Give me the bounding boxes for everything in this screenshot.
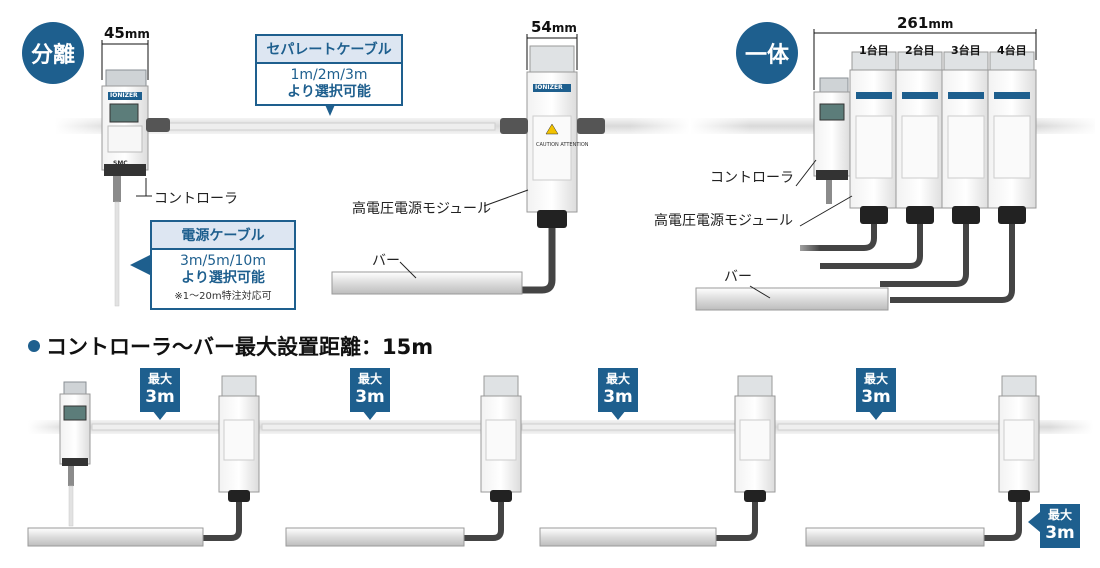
power-cable-lengths: 3m/5m/10m bbox=[180, 253, 266, 269]
unit-label-3: 3台目 bbox=[951, 44, 981, 57]
bottom-controller bbox=[59, 381, 91, 527]
unit-label-2: 2台目 bbox=[905, 44, 935, 57]
bullet-dot bbox=[28, 340, 40, 352]
label-bar-2: バー bbox=[724, 269, 752, 285]
badge-separate: 分離 bbox=[22, 22, 84, 84]
chain-module-2 bbox=[460, 375, 522, 541]
module-unit-1 bbox=[849, 51, 899, 224]
chain-module-1 bbox=[200, 375, 260, 541]
separate-cable-select: より選択可能 bbox=[287, 84, 371, 100]
controller-brand: IONIZER bbox=[110, 92, 138, 99]
power-cable-callout: 電源ケーブル 3m/5m/10m より選択可能 ※1～20m特注対応可 bbox=[150, 220, 296, 310]
max-label-value: 3m bbox=[355, 387, 385, 407]
label-bar: バー bbox=[372, 253, 400, 269]
max-label-top: 最大 bbox=[357, 372, 382, 386]
dim-54: 54mm bbox=[531, 18, 577, 36]
label-hv-module: 高電圧電源モジュール bbox=[352, 201, 492, 217]
controller-device bbox=[101, 69, 170, 307]
caution-label: CAUTION ATTENTION bbox=[536, 142, 589, 148]
badge-integrated: 一体 bbox=[736, 22, 798, 84]
module-unit-2 bbox=[895, 51, 945, 224]
module-unit-4 bbox=[987, 51, 1037, 224]
label-controller-2: コントローラ bbox=[710, 170, 794, 186]
dim-45-unit: mm bbox=[124, 27, 150, 41]
separate-cable-lengths: 1m/2m/3m bbox=[290, 67, 368, 83]
max-distance-text: コントローラ～バー最大設置距離：15m bbox=[46, 335, 434, 359]
separate-cable-body: 1m/2m/3m より選択可能 bbox=[257, 64, 401, 104]
unit-label-4: 4台目 bbox=[997, 44, 1027, 57]
max-label-value: 3m bbox=[145, 387, 175, 407]
max-distance-heading: コントローラ～バー最大設置距離：15m bbox=[28, 331, 433, 361]
max-label-top: 最大 bbox=[1047, 508, 1072, 522]
integrated-assembly bbox=[813, 77, 851, 204]
dim-261-unit: mm bbox=[928, 17, 954, 31]
chain-module-4 bbox=[980, 375, 1040, 541]
max-label-value: 3m bbox=[603, 387, 633, 407]
separate-cable-title: セパレートケーブル bbox=[257, 36, 401, 64]
max-label-value: 3m bbox=[1045, 523, 1075, 543]
chain-module-3 bbox=[712, 375, 776, 541]
power-cable-note: ※1～20m特注対応可 bbox=[174, 291, 272, 302]
separate-cable-callout: セパレートケーブル 1m/2m/3m より選択可能 bbox=[255, 34, 403, 106]
max-label-top: 最大 bbox=[863, 372, 888, 386]
max-label-top: 最大 bbox=[147, 372, 172, 386]
power-cable-select: より選択可能 bbox=[181, 270, 265, 286]
label-hv-module-2: 高電圧電源モジュール bbox=[654, 213, 794, 229]
label-controller: コントローラ bbox=[154, 191, 238, 207]
ionizer-bar-2 bbox=[695, 287, 889, 311]
unit-label-1: 1台目 bbox=[859, 44, 889, 57]
max-label-value: 3m bbox=[861, 387, 891, 407]
dim-261-value: 261 bbox=[897, 14, 929, 32]
power-cable-title: 電源ケーブル bbox=[152, 222, 294, 250]
separate-cable bbox=[164, 122, 496, 131]
dim-54-unit: mm bbox=[551, 21, 577, 35]
dim-54-value: 54 bbox=[531, 18, 552, 36]
hv-module-device bbox=[500, 45, 605, 294]
module-unit-3 bbox=[941, 51, 991, 224]
module-brand: IONIZER bbox=[535, 84, 563, 91]
dim-261: 261mm bbox=[897, 14, 953, 32]
maker-logo: SMC bbox=[113, 160, 128, 167]
dim-45-value: 45 bbox=[104, 24, 125, 42]
power-cable-body: 3m/5m/10m より選択可能 ※1～20m特注対応可 bbox=[152, 250, 294, 308]
max-label-top: 最大 bbox=[605, 372, 630, 386]
ionizer-bar bbox=[331, 271, 523, 295]
dim-45: 45mm bbox=[104, 24, 150, 42]
